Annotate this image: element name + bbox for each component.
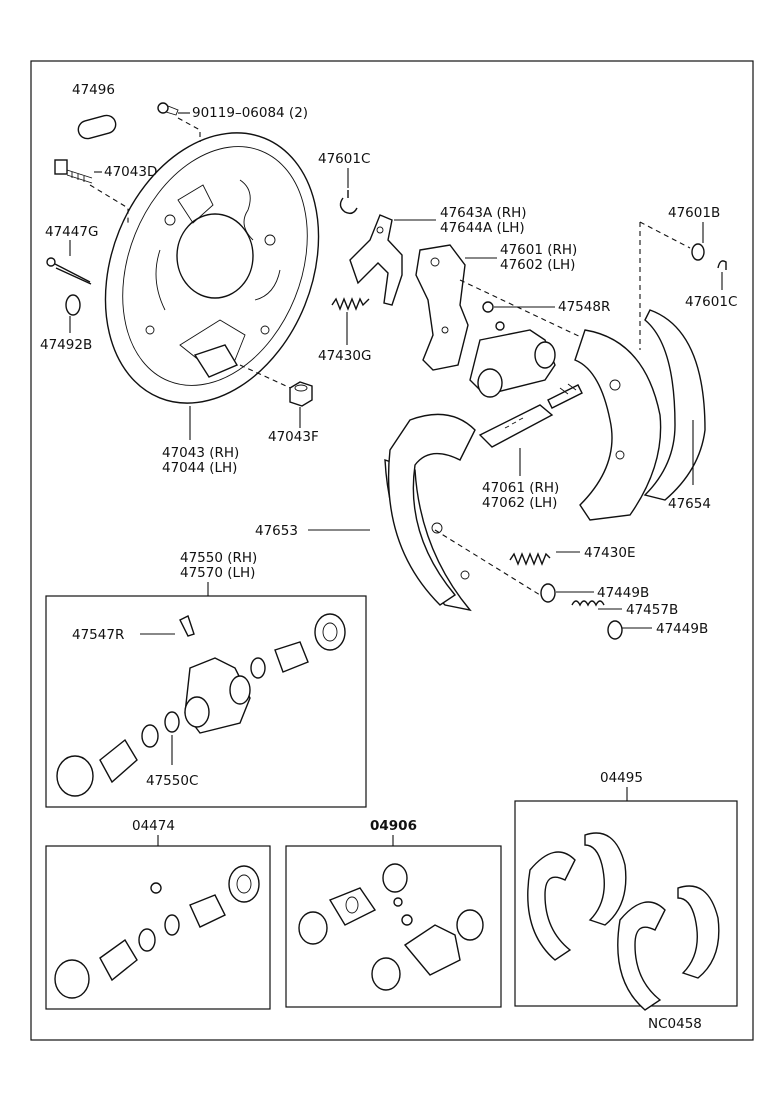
box-04474 xyxy=(45,845,271,1010)
cap-47548R[interactable] xyxy=(482,301,494,313)
washer-47492B[interactable] xyxy=(65,294,81,316)
label-47430E: 47430E xyxy=(584,545,635,561)
label-04495: 04495 xyxy=(600,770,643,786)
label-47653: 47653 xyxy=(255,523,298,539)
diagram-code: NC0458 xyxy=(648,1016,702,1032)
label-47492B: 47492B xyxy=(40,337,92,353)
kit-04906[interactable] xyxy=(298,863,484,991)
cylinder-kit-47550[interactable] xyxy=(56,613,346,797)
bolt-90119[interactable] xyxy=(157,102,179,116)
clip-47601B[interactable] xyxy=(691,243,705,261)
label-47550C: 47550C xyxy=(146,773,198,789)
label-47570: 47570 (LH) xyxy=(180,565,255,581)
dash-90119 xyxy=(177,117,201,142)
label-47601: 47601 (RH) xyxy=(500,242,577,258)
label-47043F: 47043F xyxy=(268,429,319,445)
label-47548R: 47548R xyxy=(558,299,610,315)
kit-04474[interactable] xyxy=(54,865,260,999)
cup-47449B-b[interactable] xyxy=(607,620,623,640)
dash-47043D xyxy=(89,184,129,225)
dash-47601B xyxy=(639,221,691,350)
wheel-cylinder[interactable] xyxy=(469,321,556,398)
label-47449B-a: 47449B xyxy=(597,585,649,601)
label-47654: 47654 xyxy=(668,496,711,512)
brake-shoe-47653[interactable] xyxy=(384,413,476,612)
strut-47601[interactable] xyxy=(415,244,469,371)
label-47457B: 47457B xyxy=(626,602,678,618)
label-47602: 47602 (LH) xyxy=(500,257,575,273)
box-04906 xyxy=(285,845,502,1008)
clip-47601C-right[interactable] xyxy=(717,260,727,270)
diagram-frame xyxy=(30,60,754,1041)
label-47061: 47061 (RH) xyxy=(482,480,559,496)
label-47644A: 47644A (LH) xyxy=(440,220,525,236)
label-04906: 04906 xyxy=(370,818,417,834)
label-47550: 47550 (RH) xyxy=(180,550,257,566)
label-47643A: 47643A (RH) xyxy=(440,205,527,221)
bolt-47043D[interactable] xyxy=(54,159,93,184)
label-47601B: 47601B xyxy=(668,205,720,221)
plug-47496[interactable] xyxy=(76,113,117,140)
box-04495 xyxy=(514,800,738,1007)
label-47447G: 47447G xyxy=(45,224,98,240)
label-47601C-right: 47601C xyxy=(685,294,737,310)
label-47043: 47043 (RH) xyxy=(162,445,239,461)
brake-shoe-47654[interactable] xyxy=(574,309,706,521)
dash-shoe-hw xyxy=(434,529,541,596)
clip-47601C-top[interactable] xyxy=(339,190,358,215)
cup-47449B-a[interactable] xyxy=(540,583,556,603)
label-04474: 04474 xyxy=(132,818,175,834)
spring-47430E[interactable] xyxy=(509,552,551,566)
box-47550 xyxy=(45,595,367,808)
adjuster-47061[interactable] xyxy=(478,383,583,448)
kit-04495[interactable] xyxy=(527,832,720,1011)
label-47601C-top: 47601C xyxy=(318,151,370,167)
dash-47043F xyxy=(239,364,296,391)
lever-47643A[interactable] xyxy=(349,214,403,306)
label-47449B-b: 47449B xyxy=(656,621,708,637)
spring-47430G[interactable] xyxy=(331,297,370,311)
spring-47457B[interactable] xyxy=(571,600,605,607)
label-47044: 47044 (LH) xyxy=(162,460,237,476)
bleeder-47547R[interactable] xyxy=(179,615,195,637)
label-47547R: 47547R xyxy=(72,627,124,643)
pin-47447G[interactable] xyxy=(46,257,92,285)
backing-plate[interactable] xyxy=(67,101,357,436)
label-47043D: 47043D xyxy=(104,164,157,180)
nut-47043F[interactable] xyxy=(289,381,313,407)
label-47496: 47496 xyxy=(72,82,115,98)
label-90119: 90119–06084 (2) xyxy=(192,105,308,121)
label-47430G: 47430G xyxy=(318,348,371,364)
label-47062: 47062 (LH) xyxy=(482,495,557,511)
